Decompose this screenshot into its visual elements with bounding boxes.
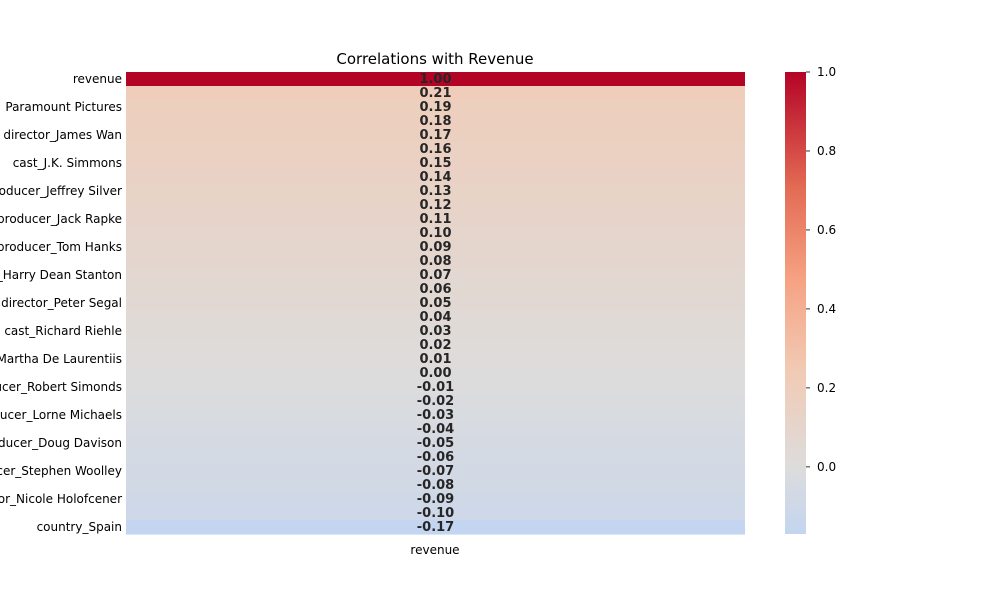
chart-title: Correlations with Revenue <box>336 50 533 68</box>
y-tick-label: producer_Robert Simonds <box>0 380 122 394</box>
heatmap-cell <box>126 240 745 255</box>
cell-annotation: 0.21 <box>419 86 451 101</box>
colorbar-tick-label: 0.0 <box>817 460 836 474</box>
cell-annotation: 0.09 <box>419 240 451 255</box>
cell-annotation: -0.17 <box>417 520 454 535</box>
y-tick-label: producer_Tom Hanks <box>0 240 122 254</box>
cell-annotation: 0.07 <box>419 268 451 283</box>
heatmap-cell <box>126 86 745 101</box>
heatmap-cell <box>126 464 745 479</box>
y-tick-label: director_Nicole Holofcener <box>0 492 122 506</box>
heatmap-cell <box>126 254 745 269</box>
heatmap-cell <box>126 450 745 465</box>
cell-annotation: -0.10 <box>417 506 454 521</box>
heatmap-cell <box>126 184 745 199</box>
y-tick-label: revenue <box>73 72 122 86</box>
y-tick-label: producer_Doug Davison <box>0 436 122 450</box>
cell-annotation: -0.03 <box>417 408 454 423</box>
cell-annotation: 0.19 <box>419 100 451 115</box>
cell-annotation: 0.17 <box>419 128 451 143</box>
cell-annotation: 0.00 <box>419 366 451 381</box>
cell-annotations: 1.000.210.190.180.170.160.150.140.130.12… <box>417 72 454 535</box>
y-tick-label: producer_Lorne Michaels <box>0 408 122 422</box>
heatmap-cell <box>126 282 745 297</box>
heatmap-cell <box>126 310 745 325</box>
heatmap-cell <box>126 394 745 409</box>
cell-annotation: 0.06 <box>419 282 451 297</box>
y-tick-label: cast_Richard Riehle <box>4 324 122 338</box>
heatmap-cell <box>126 492 745 507</box>
heatmap-cell <box>126 198 745 213</box>
cell-annotation: 0.18 <box>419 114 451 129</box>
colorbar-tick-label: 0.2 <box>817 381 836 395</box>
heatmap-cell <box>126 520 745 535</box>
heatmap-cell <box>126 436 745 451</box>
heatmap-cell <box>126 380 745 395</box>
heatmap-cell <box>126 114 745 129</box>
colorbar-tick-label: 1.0 <box>817 65 836 79</box>
cell-annotation: 0.12 <box>419 198 451 213</box>
cell-annotation: -0.01 <box>417 380 454 395</box>
cell-annotation: 0.14 <box>419 170 451 185</box>
heatmap-cells <box>126 72 745 535</box>
heatmap-cell <box>126 324 745 339</box>
heatmap-cell <box>126 478 745 493</box>
y-tick-label: director_Peter Segal <box>1 296 122 310</box>
heatmap-cell <box>126 212 745 227</box>
colorbar-tick-label: 0.6 <box>817 223 836 237</box>
cell-annotation: -0.04 <box>417 422 454 437</box>
y-tick-label: Paramount Pictures <box>5 100 122 114</box>
heatmap-cell <box>126 422 745 437</box>
cell-annotation: -0.09 <box>417 492 454 507</box>
heatmap-cell <box>126 72 745 87</box>
y-tick-label: cast_J.K. Simmons <box>13 156 122 170</box>
x-axis-label: revenue <box>410 543 459 557</box>
heatmap-cell <box>126 268 745 283</box>
heatmap-cell <box>126 100 745 115</box>
cell-annotation: -0.08 <box>417 478 454 493</box>
cell-annotation: 0.03 <box>419 324 451 339</box>
heatmap-cell <box>126 226 745 241</box>
cell-annotation: 0.02 <box>419 338 451 353</box>
y-tick-label: director_James Wan <box>3 128 122 142</box>
y-tick-label: producer_Jeffrey Silver <box>0 184 122 198</box>
cell-annotation: 0.04 <box>419 310 451 325</box>
cell-annotation: 1.00 <box>419 72 451 87</box>
cell-annotation: 0.11 <box>419 212 451 227</box>
cell-annotation: -0.06 <box>417 450 454 465</box>
colorbar-tick-label: 0.4 <box>817 302 836 316</box>
cell-annotation: 0.15 <box>419 156 451 171</box>
heatmap-cell <box>126 156 745 171</box>
y-tick-label: country_Spain <box>37 520 122 534</box>
cell-annotation: -0.07 <box>417 464 454 479</box>
colorbar-tick-label: 0.8 <box>817 144 836 158</box>
heatmap-cell <box>126 142 745 157</box>
heatmap-cell <box>126 506 745 521</box>
heatmap-cell <box>126 338 745 353</box>
heatmap-cell <box>126 128 745 143</box>
cell-annotation: 0.05 <box>419 296 451 311</box>
cell-annotation: 0.13 <box>419 184 451 199</box>
heatmap-cell <box>126 352 745 367</box>
cell-annotation: 0.01 <box>419 352 451 367</box>
colorbar-ticks: 1.0 0.8 0.6 0.4 0.2 0.0 <box>806 65 836 474</box>
cell-annotation: -0.05 <box>417 436 454 451</box>
y-tick-label: producer_Jack Rapke <box>0 212 122 226</box>
heatmap-cell <box>126 170 745 185</box>
heatmap-cell <box>126 296 745 311</box>
y-tick-label: producer_Martha De Laurentiis <box>0 352 122 366</box>
cell-annotation: 0.16 <box>419 142 451 157</box>
heatmap-cell <box>126 366 745 381</box>
colorbar <box>785 72 806 534</box>
y-tick-label: cast_Harry Dean Stanton <box>0 268 122 282</box>
cell-annotation: -0.02 <box>417 394 454 409</box>
heatmap-cell <box>126 408 745 423</box>
y-tick-label: producer_Stephen Woolley <box>0 464 122 478</box>
cell-annotation: 0.08 <box>419 254 451 269</box>
cell-annotation: 0.10 <box>419 226 451 241</box>
